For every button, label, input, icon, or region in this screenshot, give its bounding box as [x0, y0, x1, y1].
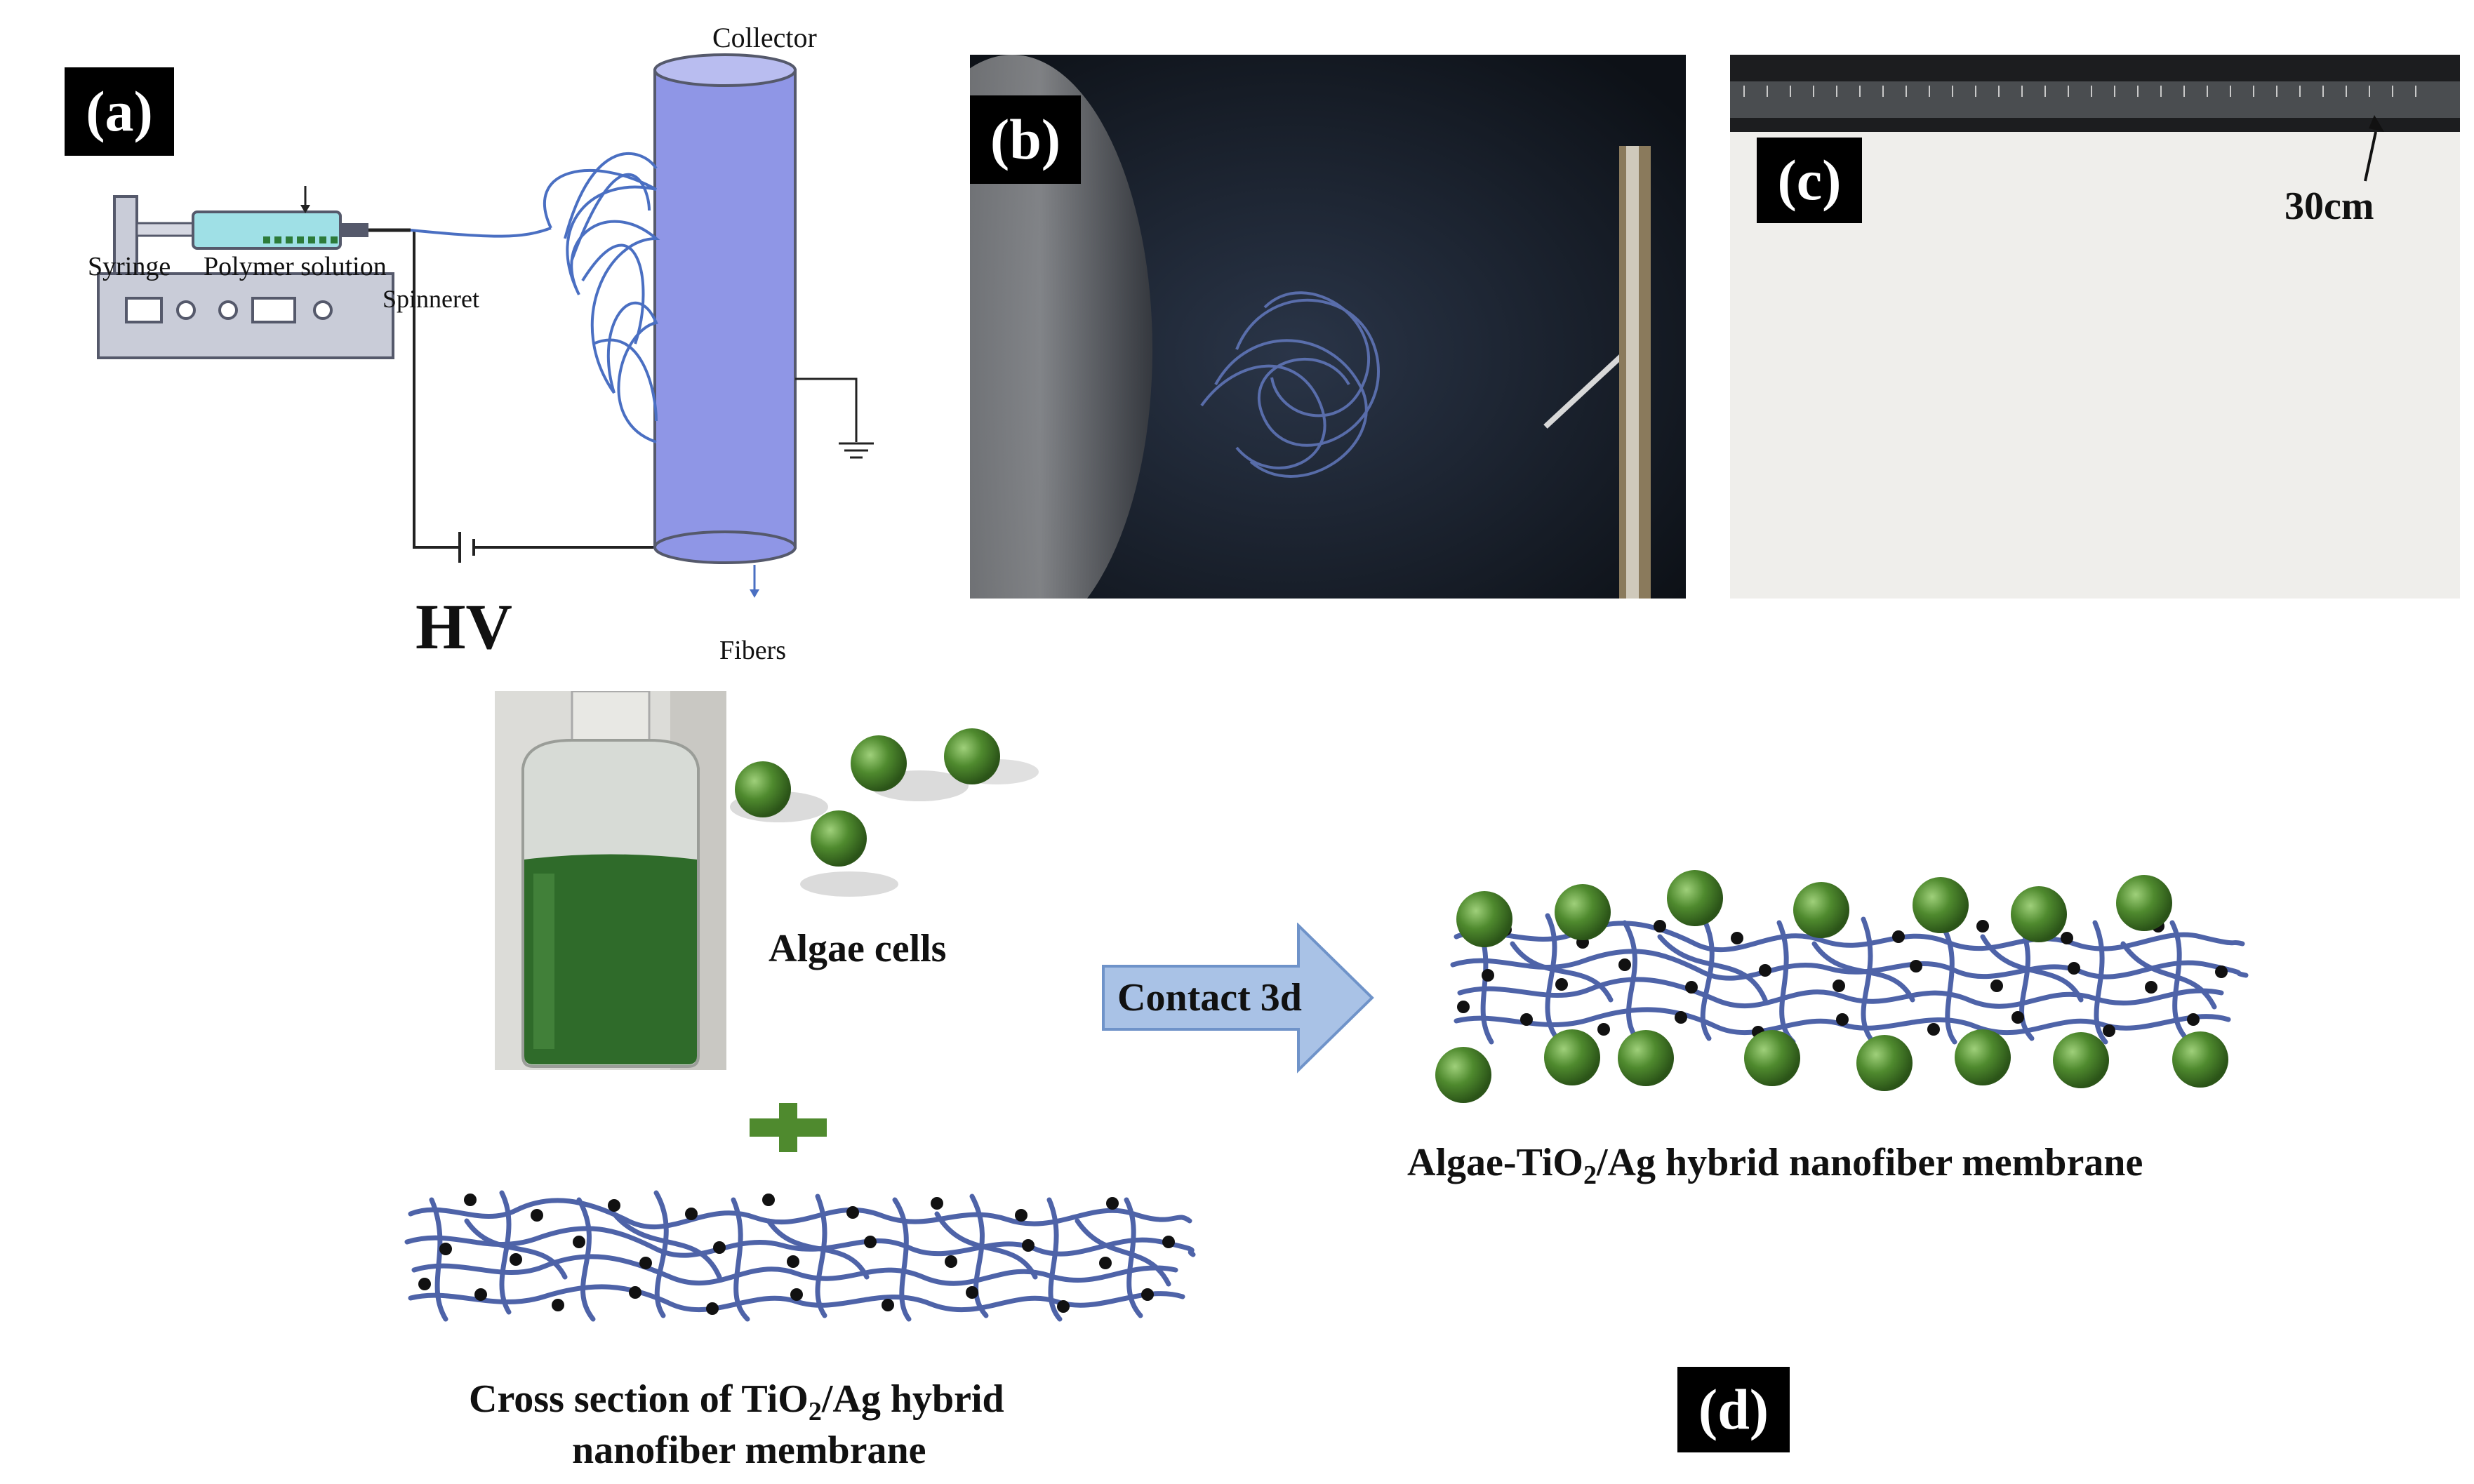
- panel-a-tag: (a): [65, 67, 174, 156]
- algae-cells-group: [730, 728, 1039, 897]
- algae-cell: [735, 761, 791, 817]
- contact-arrow-label: Contact 3d: [1117, 976, 1302, 1020]
- plus-icon: [750, 1103, 827, 1152]
- cross-section-text-a: Cross section of TiO: [469, 1377, 809, 1421]
- cross-section-text-b: /Ag hybrid: [821, 1377, 1004, 1421]
- panel-b-tag: (b): [970, 95, 1081, 184]
- cross-section-label-line2: nanofiber membrane: [572, 1429, 926, 1472]
- panel-a: [60, 28, 944, 681]
- cross-section-sub: 2: [808, 1397, 822, 1427]
- algae-cell: [851, 735, 907, 791]
- attached-algae-top: [1456, 870, 2172, 947]
- algae-bottle-photo: [495, 690, 726, 1070]
- contact-arrow: [1102, 923, 1374, 1074]
- spinneret-label: Spinneret: [383, 285, 479, 313]
- hv-label: HV: [415, 591, 512, 662]
- panel-c-tag: (c): [1757, 138, 1862, 223]
- collector-cylinder: [653, 69, 797, 549]
- attached-algae-bottom: [1435, 1029, 2228, 1103]
- panel-d-tag: (d): [1677, 1367, 1790, 1452]
- syringe-label: Syringe: [88, 252, 171, 281]
- hybrid-sub: 2: [1583, 1161, 1597, 1191]
- algae-cell: [944, 728, 1000, 784]
- tio2-ag-membrane-cross-section: [404, 1190, 1196, 1322]
- fibers-label: Fibers: [719, 636, 786, 665]
- electrospinning-schematic: [97, 53, 874, 598]
- polymer-solution-label: Polymer solution: [204, 252, 387, 281]
- ruler-30cm-label: 30cm: [2285, 185, 2374, 228]
- algae-hybrid-membrane: [1435, 870, 2249, 1103]
- algae-cells-label: Algae cells: [769, 927, 947, 970]
- cross-section-label-line1: Cross section of TiO2/Ag hybrid: [469, 1377, 1004, 1427]
- algae-cell: [811, 810, 867, 867]
- panel-c-photo: [1730, 55, 2460, 676]
- collector-label: Collector: [712, 22, 817, 53]
- hybrid-text-a: Algae-TiO: [1407, 1141, 1583, 1184]
- hybrid-membrane-label: Algae-TiO2/Ag hybrid nanofiber membrane: [1407, 1140, 2143, 1191]
- hybrid-text-b: /Ag hybrid nanofiber membrane: [1596, 1141, 2143, 1184]
